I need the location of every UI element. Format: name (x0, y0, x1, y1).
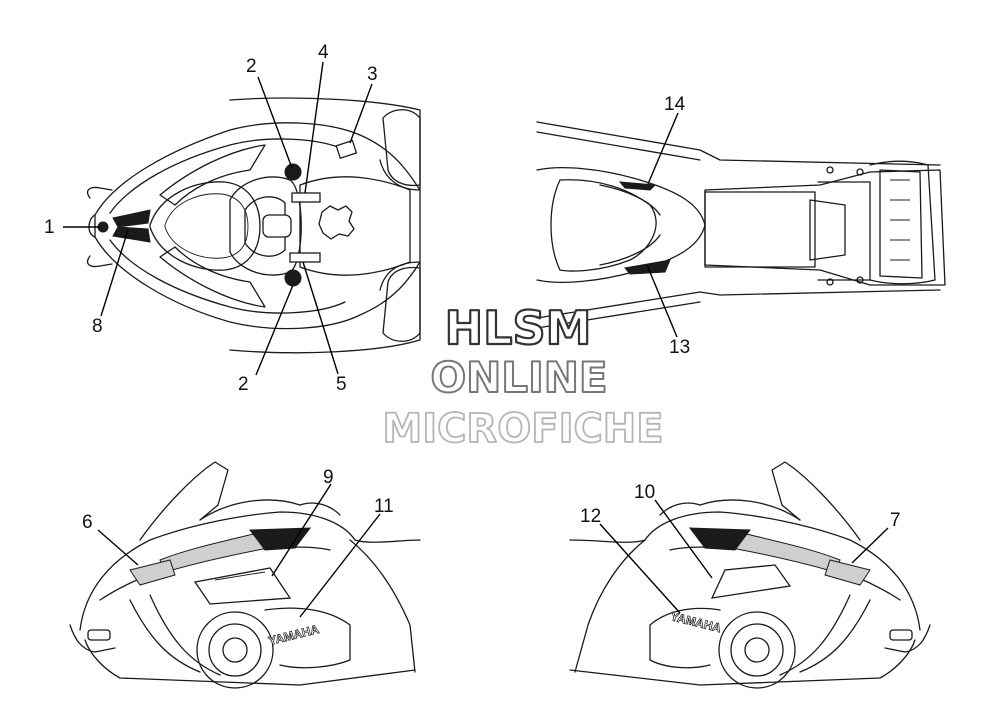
callout-10: 10 (634, 482, 655, 503)
callout-13: 13 (669, 337, 690, 358)
watermark-line-1: HLSM (445, 301, 592, 355)
left-side-view: YAMAHA (69, 461, 421, 689)
callout-4: 4 (318, 42, 329, 63)
watermark: HLSM ONLINE MICROFICHE (381, 300, 664, 453)
callout-7: 7 (890, 510, 901, 531)
yamaha-decal-left: YAMAHA (267, 622, 321, 648)
callout-12: 12 (580, 506, 601, 527)
callout-3: 3 (367, 64, 378, 85)
callouts: 1 2 3 4 5 6 7 8 9 10 11 12 13 14 2 (44, 42, 901, 533)
leader-lines (63, 61, 889, 618)
callout-2-bottom: 2 (238, 374, 249, 395)
callout-2-top: 2 (246, 56, 257, 77)
right-side-view: YAMAHA (569, 461, 931, 689)
callout-14: 14 (664, 94, 686, 115)
callout-6: 6 (82, 512, 93, 533)
watermark-line-3: MICROFICHE (382, 406, 663, 452)
callout-9: 9 (323, 467, 334, 488)
callout-8: 8 (92, 316, 103, 337)
callout-5: 5 (336, 374, 347, 395)
top-view-front (86, 97, 421, 354)
callout-1: 1 (44, 217, 55, 238)
watermark-line-2: ONLINE (430, 353, 607, 402)
top-view-rear (536, 121, 946, 329)
yamaha-decal-right: YAMAHA (669, 609, 723, 635)
callout-11: 11 (374, 496, 394, 517)
